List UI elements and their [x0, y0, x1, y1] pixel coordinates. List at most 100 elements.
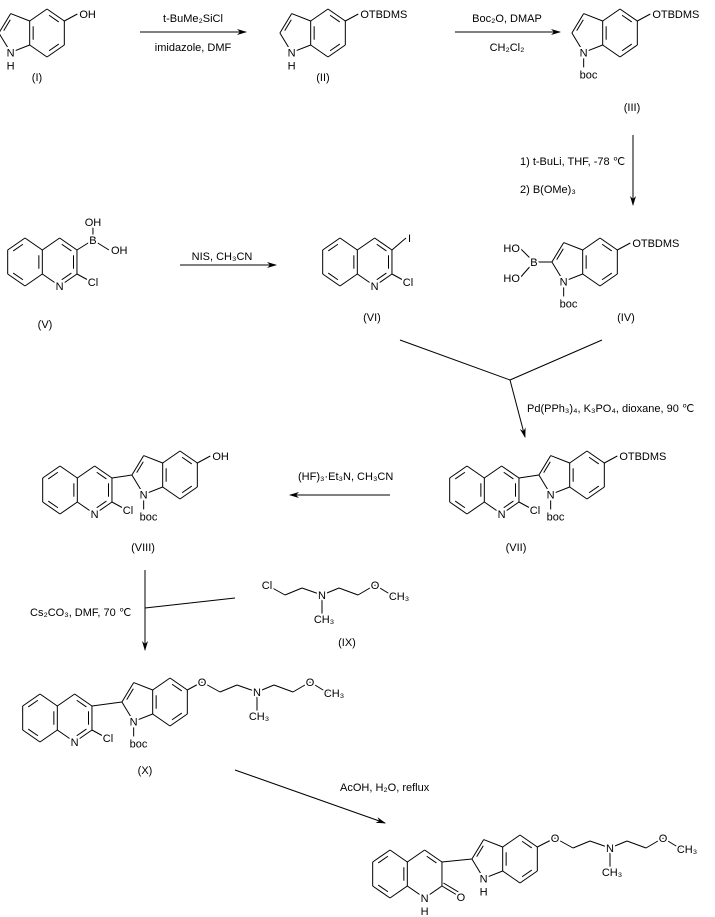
c-cl-bond [391, 273, 404, 281]
pyrrole-bond [571, 13, 585, 34]
otbdms-group-bond [345, 13, 359, 22]
aromatic-double-bond [621, 14, 633, 23]
arrows [140, 29, 636, 824]
aromatic-double-bond [181, 485, 193, 494]
pyrrole-bond [471, 839, 485, 860]
aromatic-double-bond [61, 272, 72, 281]
benzo-ring-bond [39, 729, 58, 743]
boronic-hydroxy: OH [111, 245, 128, 257]
biaryl-bond [91, 701, 122, 707]
step3-line2: 2) B(OMe)₃ [520, 184, 576, 196]
benzo-ring-bond [339, 237, 358, 251]
benzene-bond [586, 450, 605, 464]
pyrrole-bond [133, 713, 153, 722]
benzo-ring-bond [7, 237, 26, 251]
bonds-layer [0, 8, 682, 899]
pyrrole-bond [563, 273, 583, 282]
boronic-hydroxy-bond [92, 239, 110, 251]
product-terminal-methyl: CH₃ [677, 844, 697, 856]
quinoline-nitrogen: N [498, 509, 506, 521]
pyridine-ring-bond [42, 237, 60, 251]
product-chain-bond [662, 837, 682, 850]
indole-nitrogen: N [560, 276, 568, 288]
pyridine-ring-bond [77, 465, 95, 479]
ix-chain-bond [374, 584, 394, 597]
indole-nitrogen: N [288, 47, 296, 59]
pyridine-ring-bond [407, 849, 425, 863]
x-chain-bond [292, 681, 311, 693]
iodo-group-bond [391, 237, 407, 251]
compound-label-I: (I) [32, 72, 42, 84]
benzene-bond [519, 870, 538, 884]
benzo-ring-bond [372, 885, 391, 899]
aromatic-double-bond [621, 43, 633, 52]
benzo-ring-bond [59, 465, 78, 479]
pyrrole-double-bond [556, 248, 564, 260]
boron-atom: B [89, 235, 96, 247]
benzene-bond [502, 834, 521, 848]
pyrrole-bond [0, 13, 12, 33]
benzene-bond [310, 8, 329, 22]
boronic-hydroxy: HO [503, 243, 520, 255]
otbdms-group-bond [617, 242, 631, 251]
boronic-hydroxy: OH [85, 217, 102, 229]
x-chain-head: O [198, 677, 207, 689]
pyridine-ring-bond [357, 273, 375, 287]
x-chain-bond [309, 681, 329, 694]
compound-label-III: (III) [624, 102, 641, 114]
pyrrole-bond [131, 474, 145, 495]
benzo-ring-bond [449, 465, 468, 479]
benzo-ring-bond [322, 273, 341, 287]
benzene-bond [619, 8, 638, 22]
pyridine-ring-bond [407, 885, 425, 899]
carbonyl-bond [441, 885, 458, 896]
chloro-group: Cl [403, 277, 413, 289]
otbdms-group: OTBDMS [652, 9, 699, 21]
otbdms-group: OTBDMS [619, 451, 666, 463]
aryl-ether-bond [537, 837, 556, 848]
pyrrole-double-bond [284, 19, 292, 31]
aromatic-double-bond [181, 456, 193, 465]
ix-chain-bond [338, 587, 359, 596]
x-ether-oxygen: O [306, 677, 315, 689]
indole-nitrogen: N [130, 716, 138, 728]
benzene-bond [152, 713, 171, 727]
biaryl-bond [518, 474, 539, 479]
hydroxy-group-bond [197, 455, 211, 464]
aromatic-double-bond [503, 471, 514, 480]
step3-line1: 1) t-BuLi, THF, -78 ℃ [520, 156, 625, 168]
aryl-ether-bond [187, 681, 203, 691]
otbdms-group: OTBDMS [632, 238, 679, 250]
pyrrole-bond [0, 33, 12, 53]
pyrrole-double-bond [476, 845, 484, 857]
aromatic-double-bond [454, 471, 466, 480]
c-cl-bond [76, 273, 89, 281]
compound-label-IV: (IV) [617, 312, 635, 324]
benzo-ring-bond [466, 465, 485, 479]
benzene-bond [519, 834, 538, 848]
aromatic-double-bond [329, 43, 341, 52]
otbdms-group: OTBDMS [360, 9, 407, 21]
ix-chain-bond [266, 584, 286, 596]
pyrrole-bond [538, 474, 552, 495]
aromatic-double-bond [171, 712, 183, 721]
converge-line-right [509, 339, 603, 381]
aromatic-double-bond [601, 243, 613, 252]
pyrrole-double-bond [136, 461, 144, 473]
pyridine-ring-bond [77, 501, 95, 515]
aromatic-double-bond [376, 243, 387, 252]
benzene-bond [569, 486, 588, 500]
benzo-ring-bond [24, 273, 43, 287]
pyridine-ring-bond [501, 501, 520, 515]
indole-nh-hydrogen: H [7, 60, 15, 72]
benzo-ring-bond [7, 273, 26, 287]
x-chain-bond [273, 684, 294, 693]
pyridine-ring-bond [74, 693, 93, 707]
pyridine-ring-bond [42, 273, 60, 287]
product-chain-bond [645, 837, 664, 849]
quinoline-nitrogen: N [421, 893, 429, 905]
pyridine-ring-bond [374, 237, 393, 251]
aromatic-double-bond [521, 869, 533, 878]
aromatic-double-bond [76, 728, 87, 737]
chloro-group: Cl [123, 505, 133, 517]
